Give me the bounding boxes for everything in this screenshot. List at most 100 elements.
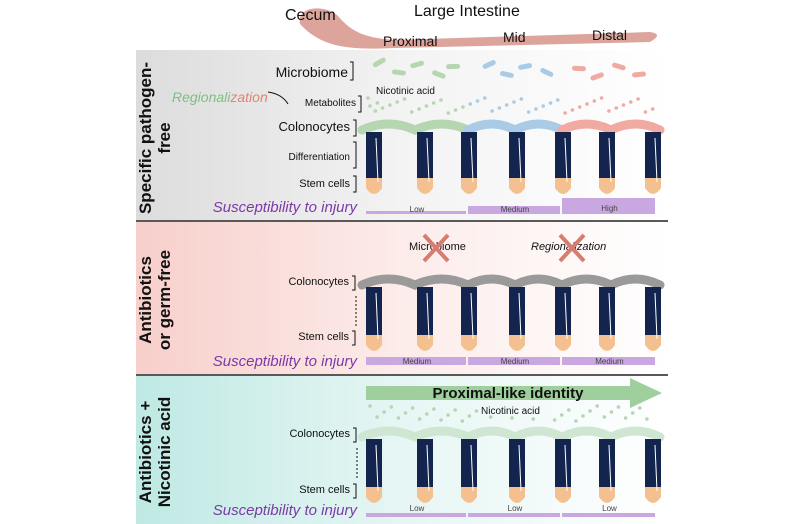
susceptibility-level-label: Low — [410, 205, 425, 214]
p2-crypt — [417, 287, 433, 335]
susceptibility-level-label: Medium — [501, 205, 530, 214]
nicotinic-dot — [488, 415, 493, 419]
p1-crypt-line — [608, 137, 612, 183]
metabolite-dot — [483, 96, 487, 100]
microbe — [391, 69, 406, 76]
regionalization-arrow — [267, 91, 289, 105]
metabolite-dot — [439, 98, 443, 102]
susceptibility-bar — [562, 513, 655, 517]
nicotinic-dot — [645, 417, 649, 421]
susceptibility-label-2: Susceptibility to injury — [213, 353, 359, 370]
metabolite-dot — [373, 109, 378, 113]
metabolite-dot — [650, 107, 655, 111]
microbe — [540, 67, 554, 77]
stem-cells-label-3: Stem cells — [299, 484, 350, 496]
large-intestine-shape — [299, 8, 657, 49]
p2-crypt — [645, 287, 661, 335]
p3-crypt — [509, 439, 525, 487]
p3-colonocyte-layer — [357, 426, 473, 442]
susceptibility-label-1: Susceptibility to injury — [213, 199, 359, 216]
p3-crypt — [555, 439, 571, 487]
nicotinic-dot — [581, 414, 585, 418]
metabolite-dot — [585, 102, 589, 106]
nicotinic-dot — [567, 408, 571, 412]
metabolite-dot — [490, 109, 494, 113]
metabolite-dot — [512, 100, 516, 104]
p3-crypt-line — [608, 444, 612, 492]
proximal-like-identity-label: Proximal-like identity — [433, 385, 585, 402]
metabolite-dot — [410, 110, 414, 114]
p1-crypt-line — [564, 137, 568, 183]
metabolite-dot — [395, 100, 400, 104]
p3-crypt — [599, 439, 615, 487]
nicotinic-acid-label-1: Nicotinic acid — [376, 86, 435, 97]
p1-crypt — [509, 132, 525, 178]
nicotinic-dot — [375, 415, 379, 419]
metabolite-dot — [453, 108, 458, 112]
nicotinic-dot — [474, 409, 479, 413]
cross-mark — [422, 233, 450, 263]
p2-colonocyte-layer — [357, 274, 473, 290]
p3-crypt — [417, 439, 433, 487]
metabolites-bracket — [358, 95, 362, 113]
microbe — [410, 60, 424, 69]
p1-colonocyte-layer — [463, 119, 567, 136]
p2-crypt — [509, 287, 525, 335]
colonocytes-label-1: Colonocytes — [278, 119, 350, 134]
microbe — [432, 70, 446, 79]
stem-cells-label-1: Stem cells — [299, 178, 350, 190]
p2-colonocyte-layer — [463, 274, 567, 291]
panel2-side-label: Antibioticsor germ-free — [136, 250, 174, 350]
nicotinic-dot — [425, 412, 429, 416]
nicotinic-dot — [439, 418, 443, 422]
p3-crypt-line — [518, 444, 522, 492]
nicotinic-dot — [432, 407, 436, 411]
metabolite-dot — [388, 103, 392, 107]
metabolite-dot — [380, 106, 385, 110]
stem-cells-bracket-1 — [353, 175, 357, 193]
large-intestine-label: Large Intestine — [414, 3, 520, 20]
nicotinic-dot — [382, 410, 387, 414]
colonocytes-label-2: Colonocytes — [288, 276, 349, 288]
metabolite-dot — [431, 101, 436, 105]
susceptibility-level-label: Medium — [501, 357, 530, 366]
metabolite-dot — [548, 101, 553, 105]
nicotinic-dot — [559, 413, 564, 417]
p2-crypt — [461, 287, 477, 335]
susceptibility-level-label: High — [601, 204, 617, 213]
nicotinic-dot — [467, 414, 472, 418]
microbe — [518, 63, 533, 70]
stem-cells-bracket-3 — [353, 483, 357, 499]
panel3-side-label: Antibiotics +Nicotinic acid — [136, 397, 174, 508]
differentiation-label: Differentiation — [288, 152, 350, 163]
susceptibility-level-label: Low — [410, 504, 425, 513]
distal-label: Distal — [592, 27, 627, 43]
metabolite-dot — [556, 98, 560, 102]
susceptibility-bar — [366, 357, 466, 365]
p3-crypt-line — [564, 444, 568, 492]
regionalization-label: Regionalization — [172, 89, 268, 105]
p2-crypt-line — [654, 292, 658, 340]
p2-crypt-line — [518, 292, 522, 340]
metabolite-dot — [599, 96, 604, 100]
susceptibility-bar — [468, 206, 560, 214]
metabolite-dot — [468, 102, 473, 106]
p1-crypt-line — [375, 137, 379, 183]
metabolite-dot — [534, 107, 538, 111]
p1-crypt — [366, 132, 382, 178]
nicotinic-dot — [531, 417, 536, 421]
susceptibility-level-label: Medium — [595, 357, 624, 366]
metabolite-dot — [629, 100, 633, 104]
microbe — [482, 60, 496, 69]
nicotinic-dot — [446, 413, 450, 417]
p2-crypt — [599, 287, 615, 335]
metabolite-dot — [541, 104, 545, 108]
p3-crypt-line — [654, 444, 658, 492]
susceptibility-bar — [468, 357, 560, 365]
p1-crypt — [645, 132, 661, 178]
nicotinic-dot — [552, 418, 557, 422]
susceptibility-level-label: Low — [508, 504, 523, 513]
nicotinic-dot — [574, 419, 578, 423]
